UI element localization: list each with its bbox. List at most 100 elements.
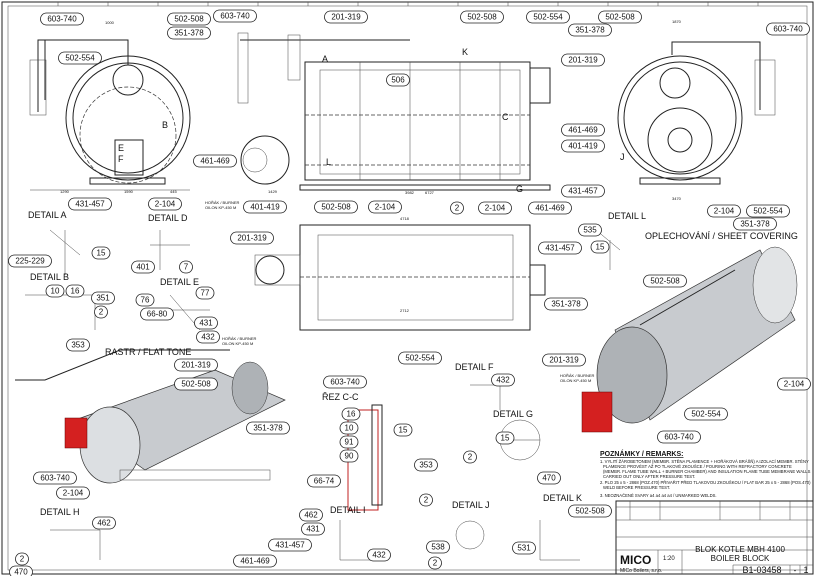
callout: 2-104: [707, 204, 741, 218]
dimension: 1000: [105, 20, 115, 25]
remark-2: WELD BEFORE PRESSURE TEST.: [603, 485, 670, 490]
callout-text: 432: [496, 376, 510, 385]
callout: 10: [339, 421, 359, 435]
callout-balloon: [598, 10, 642, 24]
callout-text: 16: [71, 287, 80, 296]
callout: 201-319: [230, 231, 274, 245]
callout-balloon: [58, 51, 102, 65]
callout-text: 462: [304, 511, 318, 520]
callout: 431-457: [561, 184, 605, 198]
callout: 15: [91, 246, 111, 260]
burner-model: OILON KP-450 M: [222, 341, 253, 346]
callout-text: 502-508: [321, 203, 351, 212]
callout: 15: [393, 423, 413, 437]
callout-text: 470: [542, 474, 556, 483]
callout: 15: [590, 240, 610, 254]
callout: 531: [512, 541, 536, 555]
callout: 351-378: [246, 421, 290, 435]
callout-text: 502-554: [753, 207, 783, 216]
callout: 603-740: [40, 12, 84, 26]
callout-text: 2-104: [714, 207, 735, 216]
callout-text: 462: [97, 519, 111, 528]
callout: 502-508: [598, 10, 642, 24]
section-letter: J: [620, 152, 625, 162]
callout-balloon: [213, 9, 257, 23]
callout-text: 502-554: [65, 54, 95, 63]
callout: 432: [491, 373, 515, 387]
callout-balloon: [590, 240, 610, 254]
callout-text: 502-554: [691, 410, 721, 419]
callout-text: 201-319: [549, 356, 579, 365]
callout-balloon: [538, 241, 582, 255]
callout-balloon: [194, 316, 218, 330]
callout-balloon: [68, 197, 112, 211]
callout: 351: [91, 291, 115, 305]
callout-balloon: [419, 493, 433, 507]
callout-text: 603-740: [220, 12, 250, 21]
callout-text: 431: [306, 525, 320, 534]
callout: 502-508: [174, 377, 218, 391]
callout-text: 531: [517, 544, 531, 553]
callout: 462: [92, 516, 116, 530]
callout-text: 2-104: [63, 489, 84, 498]
callout: 10: [45, 284, 65, 298]
callout-balloon: [94, 305, 108, 319]
callout-text: 351-378: [174, 29, 204, 38]
callout-balloon: [544, 297, 588, 311]
dimension: 3982: [405, 190, 415, 195]
callout: 603-740: [213, 9, 257, 23]
callout-text: 2: [455, 204, 460, 213]
callout-text: 432: [372, 551, 386, 560]
callout: 351-378: [544, 297, 588, 311]
callout-balloon: [15, 552, 29, 566]
callout: 502-508: [568, 504, 612, 518]
callout-text: 401-419: [568, 142, 598, 151]
callout-balloon: [766, 22, 810, 36]
callout-balloon: [91, 291, 115, 305]
callout: 470: [537, 471, 561, 485]
callout: 351-378: [733, 217, 777, 231]
detail-a-title: DETAIL A: [28, 210, 67, 220]
section-letter: F: [118, 154, 124, 164]
callout-balloon: [777, 377, 811, 391]
callout: 66-80: [140, 307, 174, 321]
callout: 502-554: [684, 407, 728, 421]
callout-text: 90: [345, 452, 354, 461]
callout-balloon: [426, 540, 450, 554]
callout: 225-229: [8, 254, 52, 268]
callout-balloon: [314, 200, 358, 214]
callout: 461-469: [233, 554, 277, 568]
callout: 77: [195, 286, 215, 300]
callout-text: 470: [14, 568, 28, 576]
detail-j-title: DETAIL J: [452, 500, 490, 510]
callout: 201-319: [542, 353, 586, 367]
callout-balloon: [268, 538, 312, 552]
callout-text: 15: [399, 426, 408, 435]
callout: 90: [339, 449, 359, 463]
render-sheet-covering: HOŘÁK / BURNER OILON KP-450 M: [560, 246, 798, 433]
callout-text: 77: [201, 289, 210, 298]
callout: 16: [341, 407, 361, 421]
sheet-number: 1: [803, 565, 808, 575]
callout: 461-469: [193, 154, 237, 168]
callout-balloon: [463, 450, 477, 464]
callout-text: 431: [199, 319, 213, 328]
callout: 502-554: [746, 204, 790, 218]
remarks-heading: POZNÁMKY / REMARKS:: [600, 449, 683, 458]
callout: 2: [450, 201, 464, 215]
callout-text: 506: [391, 76, 405, 85]
remarks: POZNÁMKY / REMARKS: 1. VYLITÍ ŽÁROBETONE…: [600, 449, 811, 498]
callout: 502-554: [58, 51, 102, 65]
callout: 201-319: [324, 10, 368, 24]
callout-text: 603-740: [330, 378, 360, 387]
callout: 401-419: [243, 200, 287, 214]
callout-text: 603-740: [773, 25, 803, 34]
callout-balloon: [243, 200, 287, 214]
callout-text: 10: [51, 287, 60, 296]
callout: 502-508: [643, 274, 687, 288]
callout-text: 538: [431, 543, 445, 552]
callout-text: 603-740: [47, 15, 77, 24]
callout-balloon: [512, 541, 536, 555]
callout-text: 15: [501, 434, 510, 443]
callout: 2-104: [56, 486, 90, 500]
